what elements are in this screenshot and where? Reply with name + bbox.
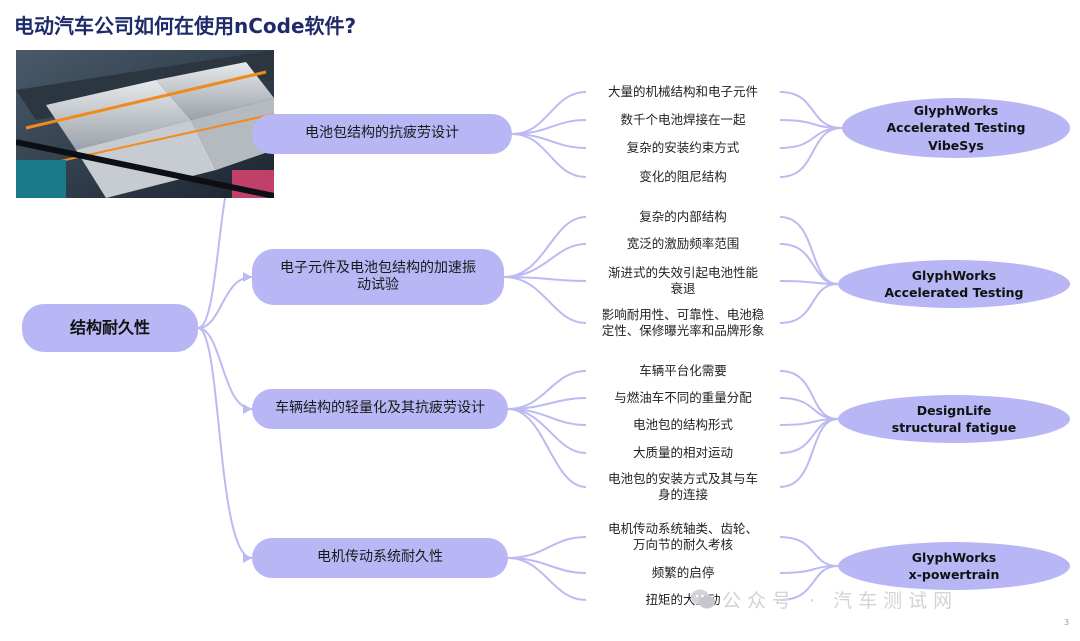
leaf-line: 电机传动系统轴类、齿轮、: [607, 521, 758, 536]
tool-name: GlyphWorks: [911, 549, 997, 565]
wechat-icon: [691, 589, 715, 609]
leaf-item: 车辆平台化需要: [639, 363, 727, 378]
page-number: 3: [1064, 618, 1070, 627]
root-node: 结构耐久性: [22, 304, 198, 352]
tool-name: GlyphWorks: [911, 267, 997, 283]
leaf-line: 万向节的耐久考核: [632, 537, 733, 553]
watermark-text: 公众号 · 汽车测试网: [722, 590, 959, 612]
branch-node-accelerated-vibration: 电子元件及电池包结构的加速振 动试验: [252, 249, 504, 305]
tool-name: Accelerated Testing: [886, 120, 1026, 136]
leaf-item: 宽泛的激励频率范围: [626, 236, 740, 251]
leaf-item: 数千个电池焊接在一起: [620, 112, 746, 127]
branch-node-motor-drivetrain: 电机传动系统耐久性: [252, 538, 508, 578]
leaf-item: 复杂的内部结构: [639, 209, 727, 224]
tool-node-glyphworks-at: GlyphWorks Accelerated Testing: [838, 260, 1070, 308]
leaf-item: 复杂的安装约束方式: [626, 140, 740, 155]
tool-node-glyphworks-powertrain: GlyphWorks x-powertrain: [838, 542, 1070, 590]
branch-node-battery-pack-fatigue: 电池包结构的抗疲劳设计: [252, 114, 512, 154]
tool-name: Accelerated Testing: [884, 285, 1024, 300]
leaf-line: 定性、保修曝光率和品牌形象: [601, 323, 765, 339]
tool-node-designlife: DesignLife structural fatigue: [838, 395, 1070, 443]
leaf-line: 影响耐用性、可靠性、电池稳: [601, 307, 765, 322]
leaf-item: 影响耐用性、可靠性、电池稳 定性、保修曝光率和品牌形象: [586, 307, 780, 340]
slide-title: 电动汽车公司如何在使用nCode软件?: [14, 14, 357, 38]
tool-node-glyphworks-at-vibesys: GlyphWorks Accelerated Testing VibeSys: [842, 98, 1070, 158]
branch-node-lightweight-fatigue: 车辆结构的轻量化及其抗疲劳设计: [252, 389, 508, 429]
leaf-item: 与燃油车不同的重量分配: [614, 390, 752, 405]
leaf-item: 电池包的结构形式: [632, 417, 733, 432]
leaf-item: 电机传动系统轴类、齿轮、 万向节的耐久考核: [586, 521, 780, 554]
leaf-line: 电池包的安装方式及其与车: [607, 471, 758, 486]
leaf-item: 大质量的相对运动: [632, 445, 733, 460]
tool-name: structural fatigue: [891, 420, 1017, 435]
tool-name: VibeSys: [928, 137, 984, 153]
leaf-line: 衰退: [670, 281, 696, 297]
leaf-item: 频繁的启停: [651, 565, 715, 580]
leaf-item: 电池包的安装方式及其与车 身的连接: [586, 471, 780, 504]
battery-pack-photo: [16, 50, 274, 198]
tool-name: GlyphWorks: [913, 102, 999, 118]
leaf-item: 渐进式的失效引起电池性能 衰退: [586, 265, 780, 298]
tool-name: DesignLife: [916, 402, 992, 418]
leaf-item: 大量的机械结构和电子元件: [607, 84, 758, 99]
branch-label-line: 动试验: [357, 277, 399, 293]
leaf-line: 身的连接: [657, 487, 708, 503]
branch-label-line: 电子元件及电池包结构的加速振: [280, 259, 476, 276]
leaf-item: 变化的阻尼结构: [639, 169, 727, 184]
leaf-line: 渐进式的失效引起电池性能: [607, 265, 758, 280]
tool-name: x-powertrain: [908, 567, 1000, 582]
